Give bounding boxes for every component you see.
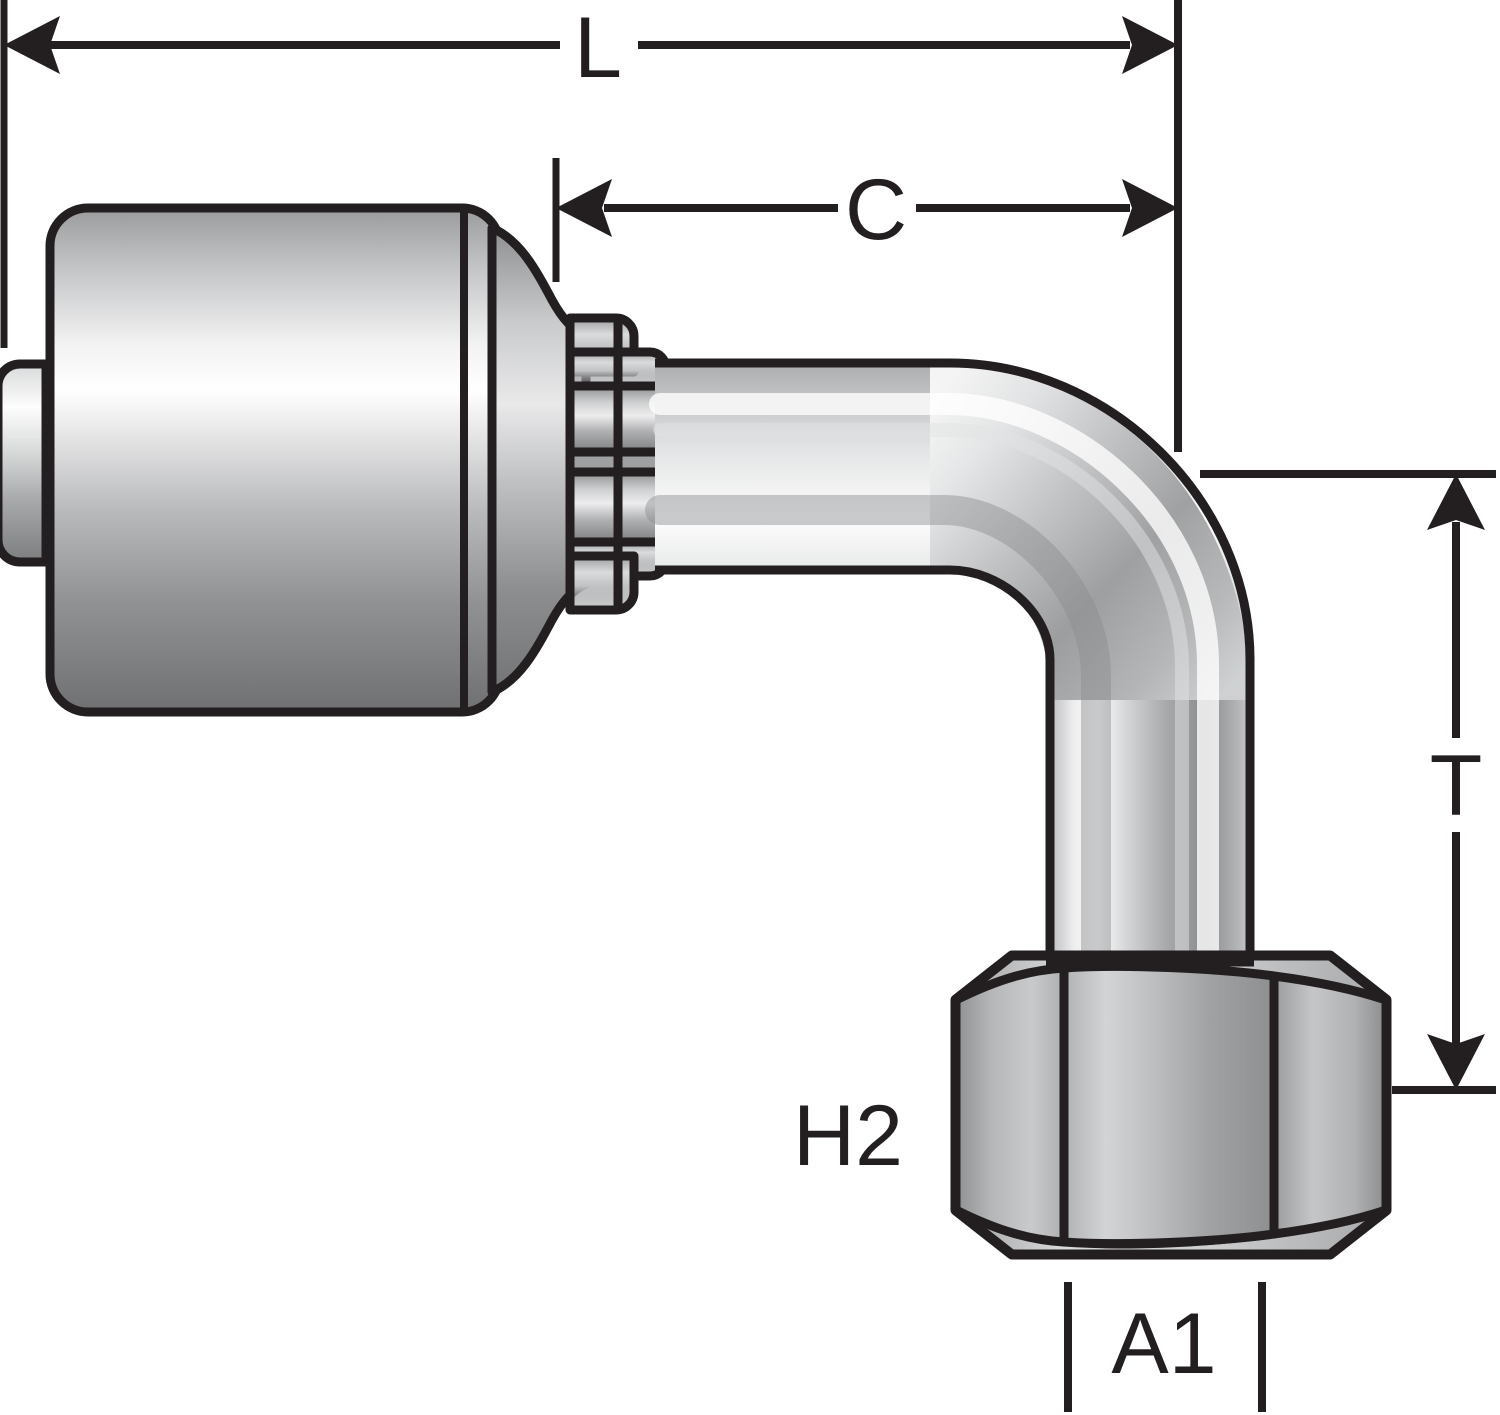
hex-nut-flat-left: [951, 963, 1069, 1247]
ferrule-outer-shell: [45, 203, 505, 717]
dimension-H2: H2: [793, 1088, 903, 1184]
T-lower-arrowhead: [1427, 1034, 1485, 1090]
C-right-arrowhead: [1122, 179, 1178, 237]
dimension-T: T: [1200, 470, 1496, 1094]
A1-dimension-label: A1: [1111, 1296, 1216, 1392]
elbow-tube-outline: [655, 358, 1255, 962]
elbow-tube-shadow: [645, 495, 1111, 977]
ferrule-body: [45, 203, 505, 717]
L-left-arrowhead: [4, 16, 60, 74]
dimension-A1: A1: [1064, 1282, 1266, 1412]
T-upper-arrowhead: [1427, 474, 1485, 530]
H2-dimension-label: H2: [793, 1088, 903, 1184]
elbow-tube-highlight: [649, 393, 1219, 973]
dimension-C: C: [552, 158, 1178, 282]
T-dimension-label: T: [1430, 738, 1483, 834]
swivel-hex-nut: [950, 950, 1392, 1260]
hex-nut-flat-right: [1269, 971, 1391, 1239]
elbow-tube-fill-vertical: [1050, 700, 1250, 962]
hose-stub-body: [0, 359, 51, 567]
L-dimension-label: L: [574, 0, 622, 96]
C-left-arrowhead: [556, 179, 612, 237]
elbow-tube-highlight-soft: [653, 423, 1189, 969]
dimension-L: L: [0, 0, 1178, 348]
collar-ring-bottom-outer: [565, 551, 639, 615]
L-right-arrowhead: [1122, 16, 1178, 74]
hose-stub: [0, 359, 51, 567]
C-dimension-label: C: [845, 162, 907, 258]
crimp-collar: [565, 313, 671, 615]
hex-nut-flat-center: [1059, 961, 1279, 1249]
elbow-tube: [645, 358, 1255, 977]
